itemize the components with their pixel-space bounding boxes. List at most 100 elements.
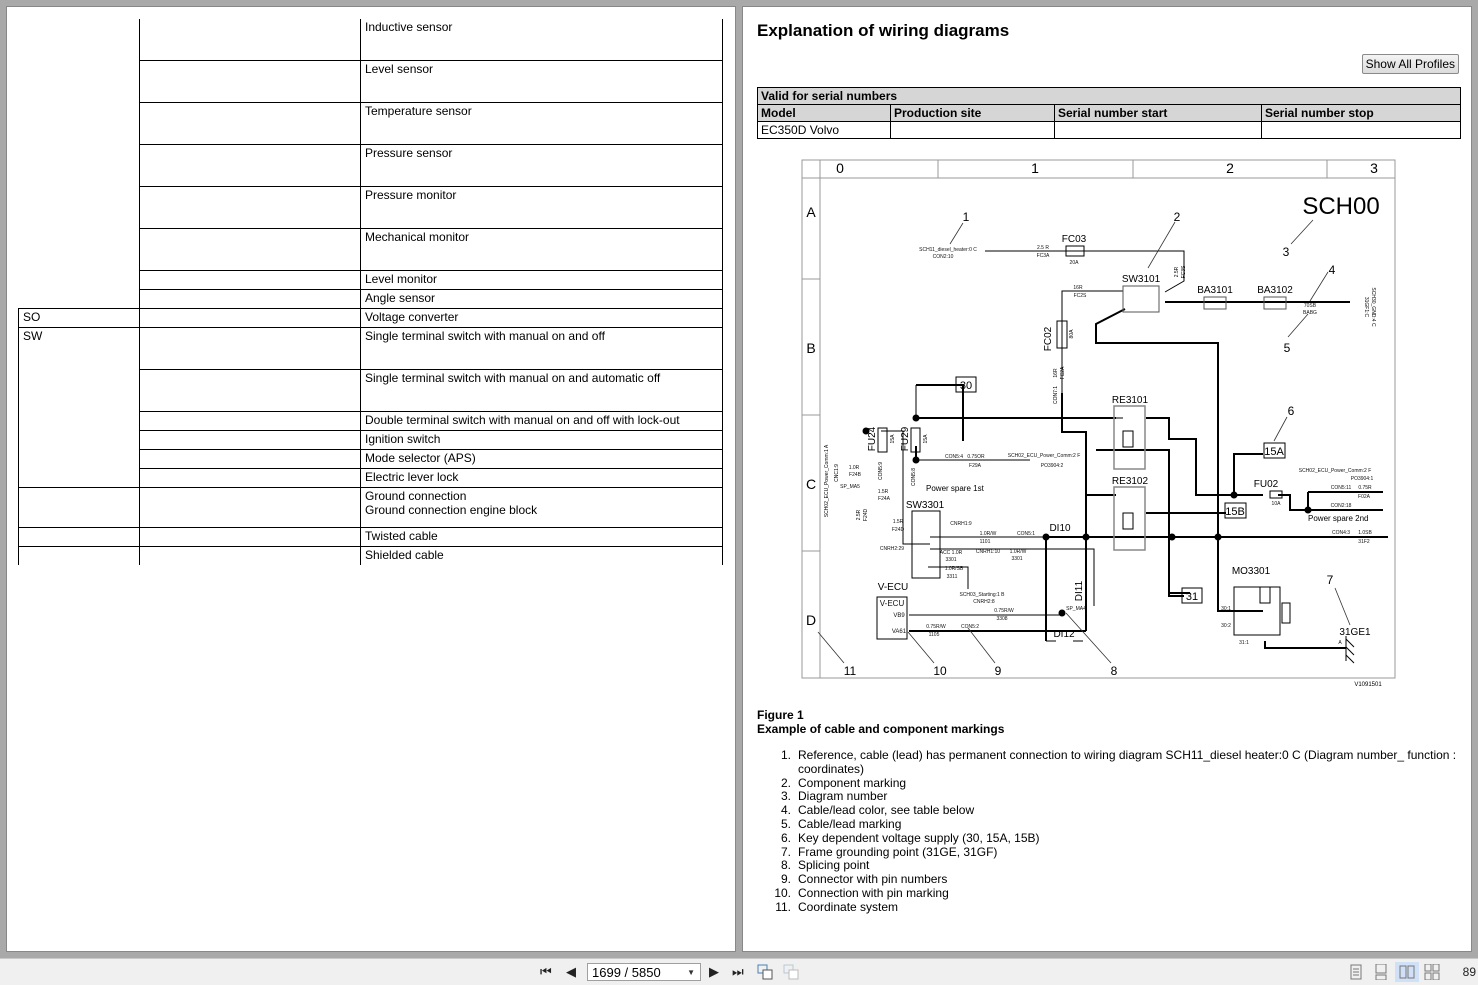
col-label: 3 (1370, 160, 1378, 176)
description-text: Single terminal switch with manual on an… (365, 371, 661, 385)
callout: 8 (1111, 664, 1118, 678)
connector-label: CNRH2:29 (880, 546, 904, 552)
connector-label: CON5:2 (961, 624, 979, 630)
pin-label: A (1338, 640, 1342, 646)
show-all-profiles-button[interactable]: Show All Profiles (1361, 54, 1459, 74)
description-text: Double terminal switch with manual on an… (365, 413, 680, 427)
two-page-view-button[interactable] (1395, 962, 1419, 982)
components (876, 245, 1291, 640)
chevron-down-icon: ▼ (687, 968, 695, 977)
legend-text: Frame grounding point (31GE, 31GF) (798, 844, 998, 859)
terminal-31: 31 (1186, 591, 1198, 603)
legend-number: 8. (780, 858, 791, 873)
connector-label: CON2:18 (1331, 503, 1352, 509)
figure-number: Figure 1 (757, 708, 804, 722)
callout: 5 (1284, 341, 1291, 355)
cell-code (18, 487, 140, 528)
legend-number: 5. (780, 816, 791, 831)
cell-code (19, 187, 140, 229)
row-label: D (806, 612, 816, 628)
connector-label: CON5:8 (911, 468, 917, 486)
cell-symbol (139, 228, 361, 271)
cell-symbol (139, 369, 361, 412)
legend-number: 1. (780, 748, 791, 762)
connector-label: CON4:3 (1332, 530, 1350, 536)
ref-label: 31GF1:C (1363, 297, 1369, 318)
next-page-icon[interactable]: ▶ (709, 964, 719, 979)
pin-label: VB9 (893, 613, 905, 619)
callout: 10 (933, 664, 947, 678)
serial-table-caption: Valid for serial numbers (757, 87, 1461, 105)
cell-description: Inductive sensor (360, 19, 723, 61)
legend-text: Key dependent voltage supply (30, 15A, 1… (798, 830, 1040, 845)
figure-legend: 1.Reference, cable (lead) has permanent … (757, 748, 1463, 915)
connector-label: CON5:11 (1331, 485, 1352, 491)
label-31ge1: 31GE1 (1339, 627, 1371, 638)
col-label: 2 (1226, 160, 1234, 176)
description-text: Ground connection engine block (365, 503, 538, 517)
connector-label: CNRH1:10 (976, 549, 1000, 555)
prev-page-icon[interactable]: ◀ (566, 964, 576, 979)
cell-symbol (139, 546, 361, 565)
rating-label: 15A (923, 434, 929, 444)
ref-label: SCH02_ECU_Power_Comm:2 F (1008, 453, 1081, 459)
rating-label: 80A (1069, 329, 1075, 339)
cell-symbol (139, 327, 361, 370)
table-row: Pressure sensor (19, 144, 723, 187)
cell-symbol (139, 186, 361, 229)
legend-item: 5.Cable/lead marking (757, 816, 1463, 832)
table-row: Level monitor (19, 270, 723, 290)
vecu-box-label: V-ECU (880, 599, 905, 608)
go-forward-icon[interactable] (783, 964, 799, 980)
wire-label: FC3A (1037, 253, 1050, 259)
cell-code (19, 19, 140, 61)
description-text: Pressure monitor (365, 188, 457, 202)
cell-description: Shielded cable (360, 546, 723, 565)
wire-label: FC2S (1074, 293, 1087, 299)
label-sw3101: SW3101 (1122, 274, 1161, 285)
continuous-icon[interactable] (1373, 964, 1389, 980)
ref-label: CON2:10 (933, 254, 954, 260)
cell-code (19, 61, 140, 103)
last-page-icon[interactable]: ⏭ (732, 964, 744, 979)
ref-label: SCH03_Starting:1 B (959, 592, 1005, 598)
label-re3101: RE3101 (1112, 395, 1149, 406)
wire-label: 1101 (980, 539, 991, 545)
cell-description: Ignition switch (360, 430, 723, 450)
wire-label: 1.0R/W (980, 531, 997, 537)
cell-code (19, 145, 140, 187)
cell-symbol (139, 289, 361, 309)
callout: 1 (963, 210, 970, 224)
single-page-icon[interactable] (1348, 964, 1364, 980)
wire-label: 1105 (929, 632, 940, 638)
table-row: Double terminal switch with manual on an… (18, 411, 723, 431)
description-text: Temperature sensor (365, 104, 472, 118)
label-mo3301: MO3301 (1232, 566, 1271, 577)
callout: 9 (995, 664, 1002, 678)
cell-serial-stop (1261, 121, 1461, 139)
cell-code (19, 229, 140, 271)
page-number-select[interactable]: 1699 / 5850 ▼ (587, 963, 701, 981)
ref-label: SCH11_diesel_heater:0 C (919, 247, 977, 253)
two-page-continuous-icon[interactable] (1424, 964, 1440, 980)
zoom-level[interactable]: 89 (1462, 965, 1476, 979)
rating-label: 20A (1070, 260, 1080, 266)
cell-code (18, 411, 140, 431)
label-di10: DI10 (1049, 523, 1071, 534)
row-label: C (806, 476, 816, 492)
callout-leaders (817, 219, 1351, 664)
cell-model: EC350D Volvo (757, 121, 891, 139)
first-page-icon[interactable]: ⏮ (540, 964, 552, 979)
cell-description: Temperature sensor (360, 102, 723, 145)
go-back-icon[interactable] (757, 964, 773, 980)
splice-label: SP_MA5 (840, 484, 860, 490)
description-text: Angle sensor (365, 291, 436, 305)
cell-description: Pressure sensor (360, 144, 723, 187)
label-re3102: RE3102 (1112, 476, 1149, 487)
description-text: Mechanical monitor (365, 230, 470, 244)
label-vecu: V-ECU (878, 582, 909, 593)
connector-label: CON5:4 (945, 454, 963, 460)
legend-number: 4. (780, 803, 791, 818)
